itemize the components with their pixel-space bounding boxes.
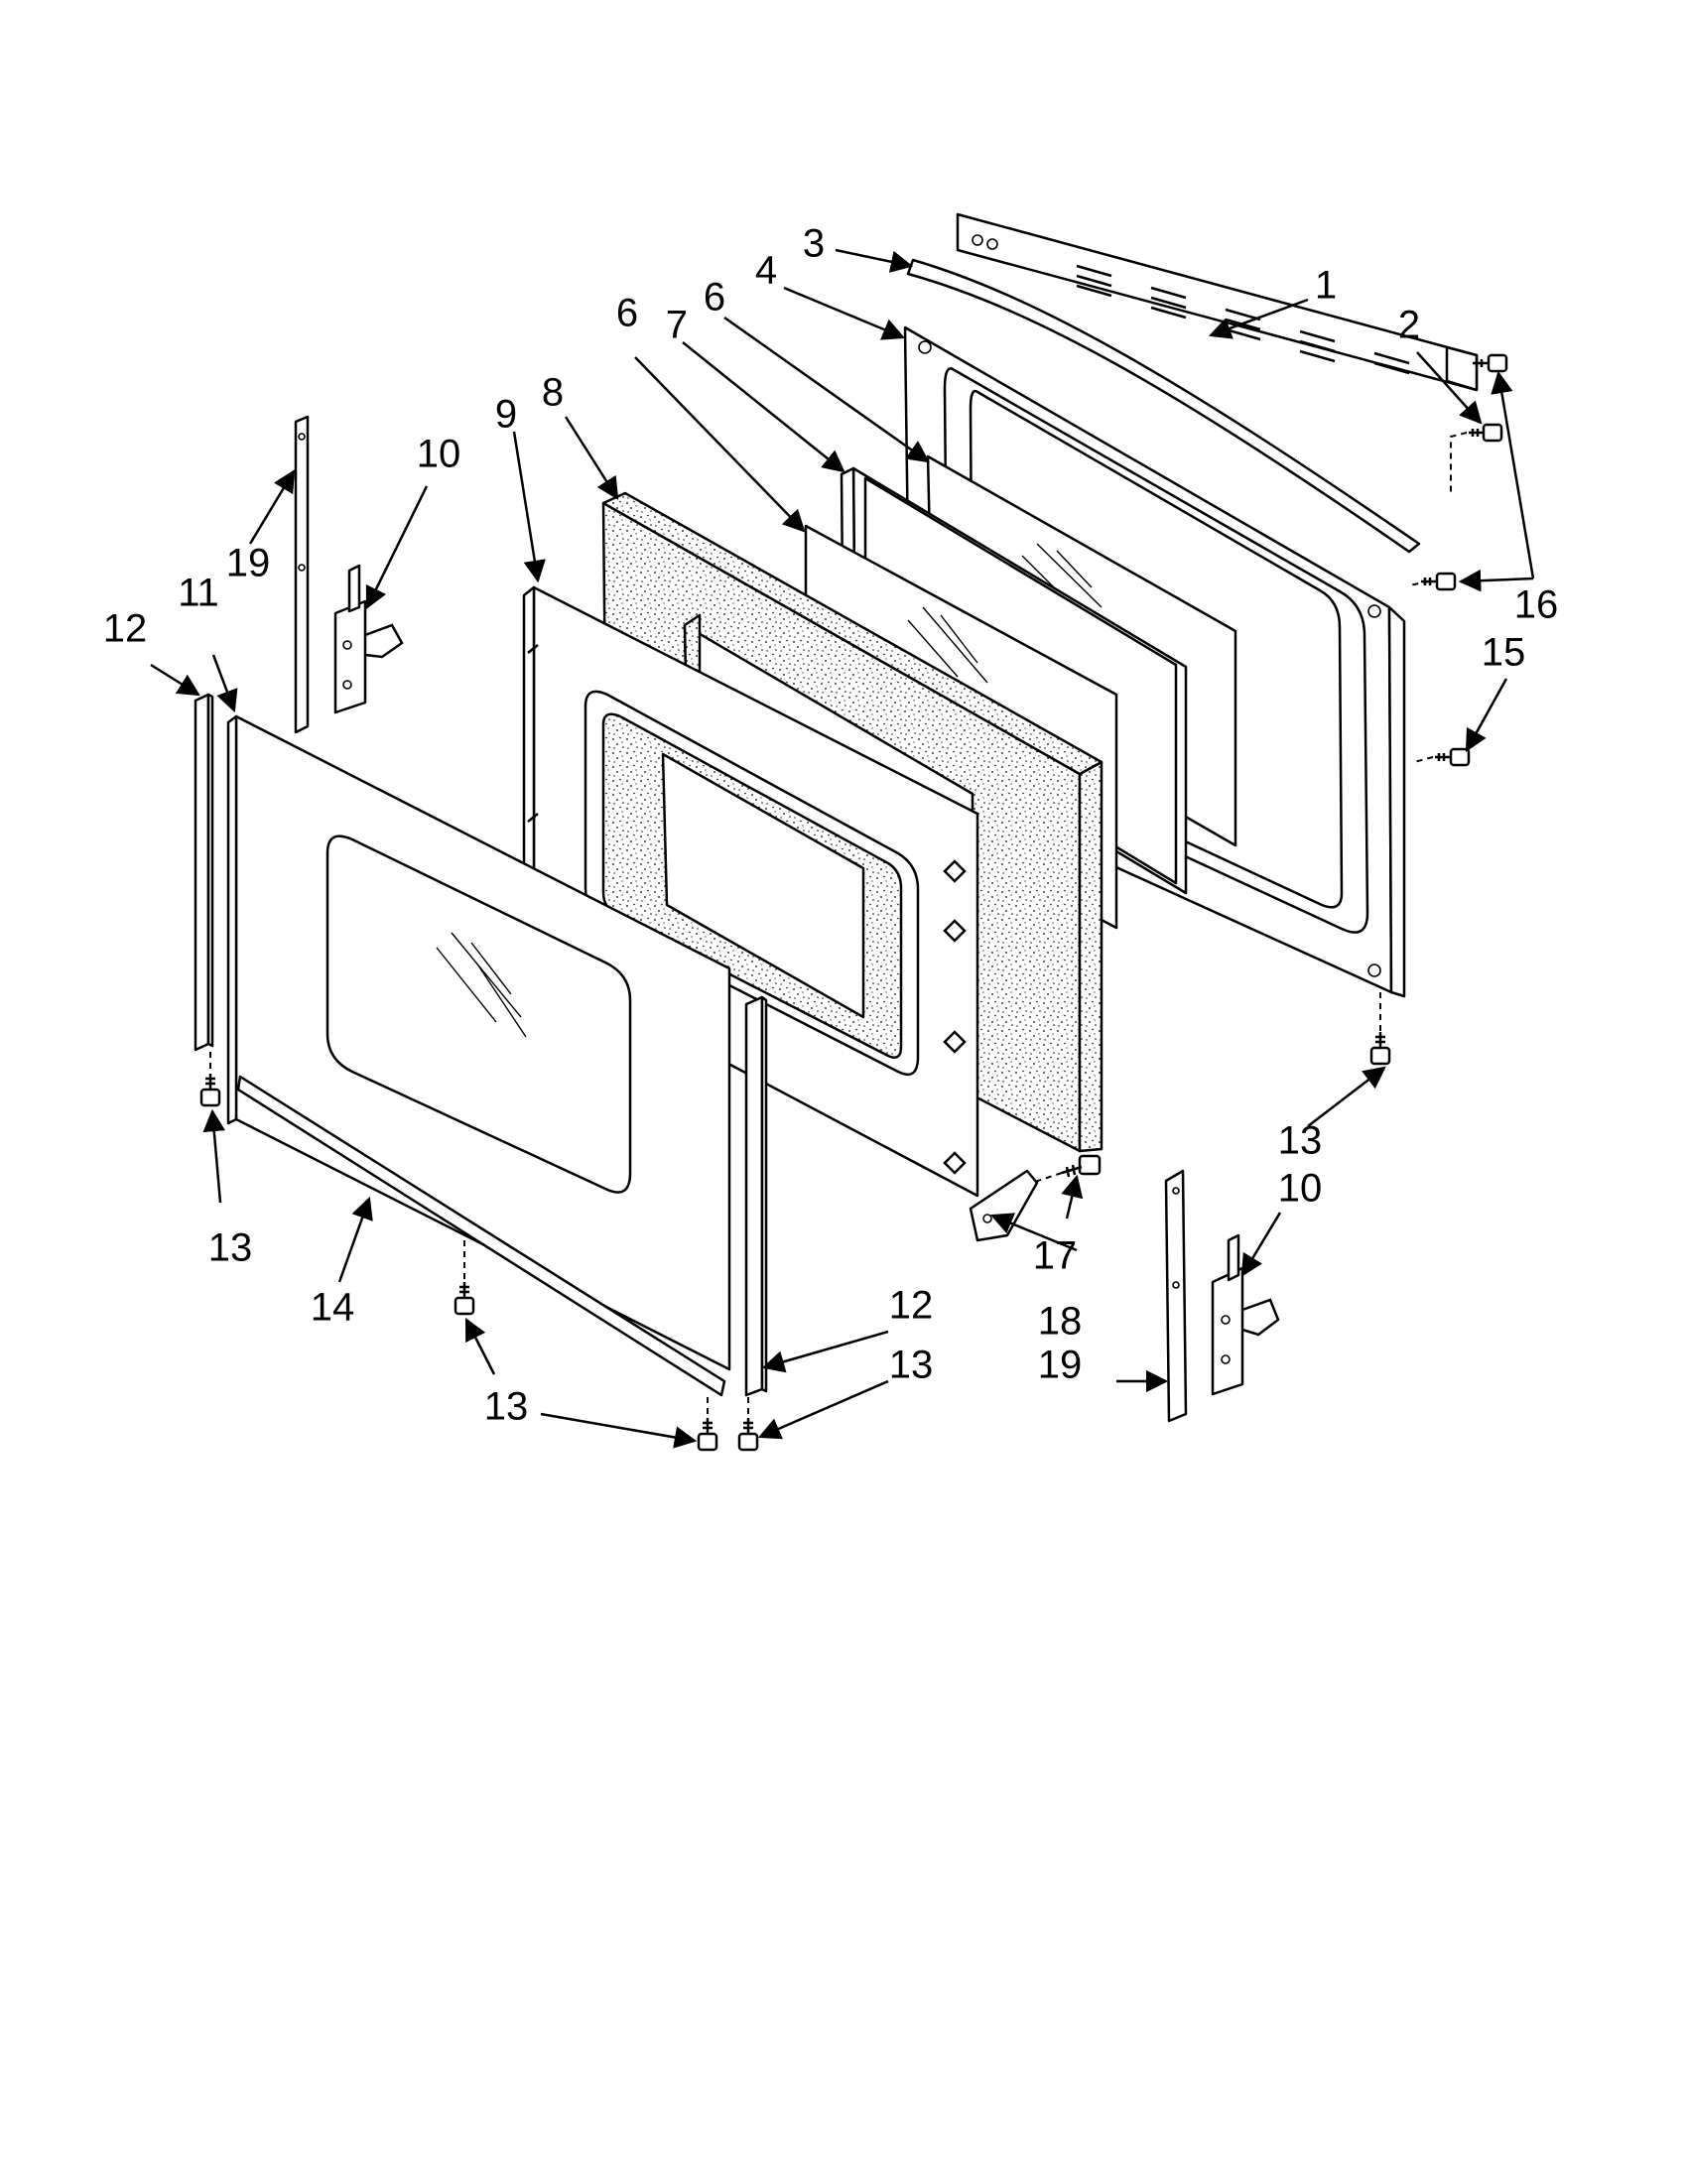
- part-3-trim-strip: [906, 258, 1421, 554]
- callout-12: 12: [889, 1284, 934, 1328]
- callout-18: 18: [1038, 1300, 1083, 1344]
- part-12-side-trim-left: [194, 693, 214, 1052]
- part-1-vent-trim: [956, 212, 1479, 392]
- part-12-side-trim-right: [744, 995, 768, 1397]
- part-14-bottom-trim: [236, 1075, 726, 1397]
- screw-2-icon: [1469, 423, 1503, 443]
- callout-13: 13: [208, 1226, 253, 1270]
- callout-6: 6: [616, 292, 638, 335]
- callout-16: 16: [1514, 583, 1559, 627]
- callout-14: 14: [311, 1286, 355, 1330]
- callout-1: 1: [1315, 264, 1337, 308]
- part-11-outer-door: [226, 714, 731, 1371]
- screw-13-bottom-a-icon: [697, 1418, 718, 1452]
- callout-11: 11: [178, 572, 219, 615]
- callout-3: 3: [803, 222, 825, 266]
- screw-17-icon: [1061, 1154, 1102, 1178]
- leader-lines: [150, 248, 1535, 1449]
- callout-13: 13: [889, 1344, 934, 1387]
- screw-13-right-upper-icon: [1369, 1032, 1391, 1066]
- screws: [199, 353, 1508, 1452]
- screw-13-mid-icon: [454, 1282, 475, 1316]
- callout-labels: 1 2 3 4 6 6 7 8 9 10 10 11 12 12 13 13 1…: [103, 222, 1559, 1429]
- callout-8: 8: [542, 371, 564, 415]
- callout-17: 17: [1033, 1234, 1078, 1278]
- callout-6: 6: [704, 276, 725, 320]
- screw-15-icon: [1435, 747, 1471, 767]
- part-19-hinge-receiver-right: [1164, 1169, 1188, 1423]
- callout-10: 10: [1278, 1167, 1323, 1211]
- fastener-dashed-lines: [209, 432, 1468, 1418]
- callout-2: 2: [1398, 304, 1420, 347]
- callout-19: 19: [1038, 1344, 1083, 1387]
- callout-13: 13: [1278, 1119, 1323, 1163]
- part-19-hinge-receiver-left: [294, 415, 310, 734]
- callout-12: 12: [103, 607, 148, 651]
- screw-13-left-icon: [199, 1074, 221, 1107]
- callout-13: 13: [484, 1385, 529, 1429]
- callout-19: 19: [226, 542, 271, 585]
- callout-4: 4: [755, 249, 777, 293]
- callout-7: 7: [666, 304, 688, 347]
- part-18-bracket: [969, 1169, 1039, 1242]
- screw-13-bottom-b-icon: [737, 1418, 759, 1452]
- part-10-hinge-left: [333, 564, 404, 714]
- part-9-inner-panel: [522, 585, 979, 1198]
- callout-10: 10: [417, 433, 461, 476]
- callout-15: 15: [1482, 631, 1526, 675]
- callout-9: 9: [495, 393, 517, 437]
- part-10-hinge-right: [1211, 1233, 1280, 1396]
